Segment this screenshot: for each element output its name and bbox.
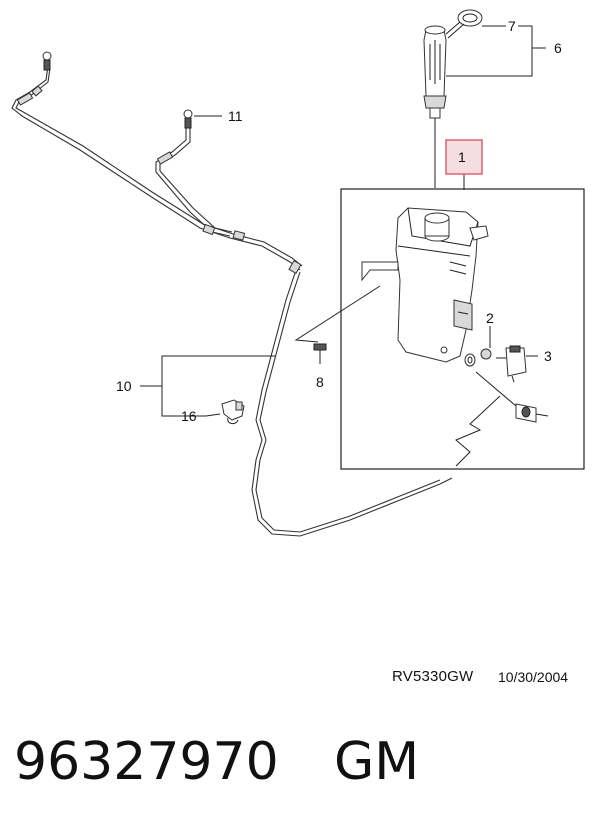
callout-16: 16 [181, 408, 197, 424]
callout-6-7-leader: 7 6 [446, 18, 562, 77]
washer-nozzle-left [42, 51, 52, 71]
washer-nozzle-part-11: 11 [183, 108, 243, 129]
callout-3: 3 [544, 348, 552, 364]
filler-cap-part-7 [445, 9, 483, 39]
filler-neck-part-6 [423, 25, 447, 119]
callout-7: 7 [508, 18, 516, 34]
pump-to-hose-leader [455, 395, 501, 467]
hose-clip-part-16 [221, 399, 245, 425]
callout-2: 2 [486, 310, 494, 326]
brand-label: GM [334, 732, 420, 792]
callout-1-highlight: 1 [434, 118, 483, 190]
reservoir-detail-frame [340, 188, 585, 470]
washer-reservoir-tank [361, 207, 489, 363]
part-number: 96327970 [14, 732, 279, 792]
pump-hose-end [439, 477, 453, 485]
grommet-part-2: 2 [464, 310, 494, 367]
bolt-part-8: 8 [294, 285, 381, 390]
washer-hose-assembly [11, 65, 441, 537]
callout-10-leader: 10 16 [116, 355, 276, 424]
callout-1: 1 [458, 149, 466, 165]
callout-11: 11 [228, 108, 243, 124]
level-sensor [475, 371, 549, 423]
drawing-code: RV5330GW [392, 668, 474, 685]
callout-6: 6 [554, 40, 562, 56]
callout-8: 8 [316, 374, 324, 390]
drawing-date: 10/30/2004 [498, 669, 569, 685]
callout-10: 10 [116, 378, 132, 394]
washer-pump-part-3: 3 [496, 345, 552, 383]
